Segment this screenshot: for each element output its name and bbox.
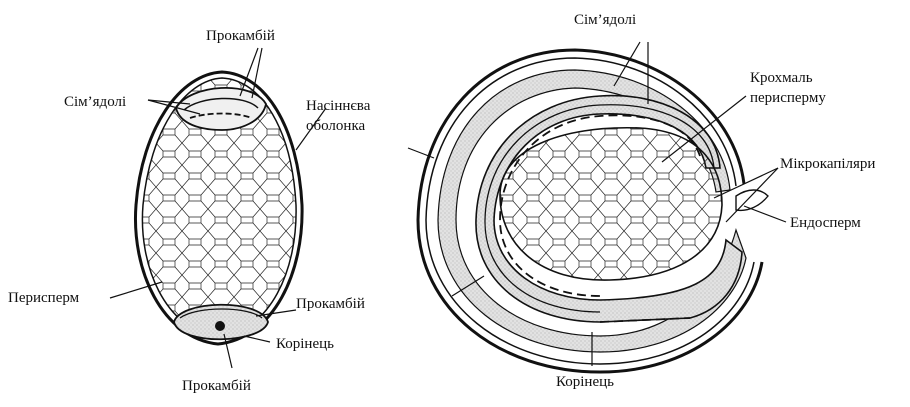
right-seed-drawing bbox=[408, 42, 786, 372]
label-radicle-right: Корінець bbox=[556, 374, 614, 390]
label-cotyledons-left: Сім’ядолі bbox=[64, 94, 126, 110]
label-seed-coat-line2: оболонка bbox=[306, 118, 366, 134]
label-perisperm-starch-line2: перисперму bbox=[750, 90, 826, 106]
label-perisperm: Перисперм bbox=[8, 290, 80, 306]
label-microcapillaries: Мікрокапіляри bbox=[780, 156, 875, 172]
label-procambium-top: Прокамбій bbox=[206, 28, 275, 44]
left-procambium-core bbox=[215, 321, 225, 331]
label-perisperm-starch-line1: Крохмаль bbox=[750, 70, 813, 86]
label-procambium-mid: Прокамбій bbox=[296, 296, 365, 312]
label-endosperm: Ендосперм bbox=[790, 215, 861, 231]
label-procambium-bottom: Прокамбій bbox=[182, 378, 251, 394]
right-perisperm bbox=[500, 128, 722, 280]
label-radicle-left: Корінець bbox=[276, 336, 334, 352]
label-cotyledons-right: Сім’ядолі bbox=[574, 12, 636, 28]
label-seed-coat-line1: Насіннєва bbox=[306, 98, 371, 114]
left-seed-drawing bbox=[110, 48, 326, 368]
